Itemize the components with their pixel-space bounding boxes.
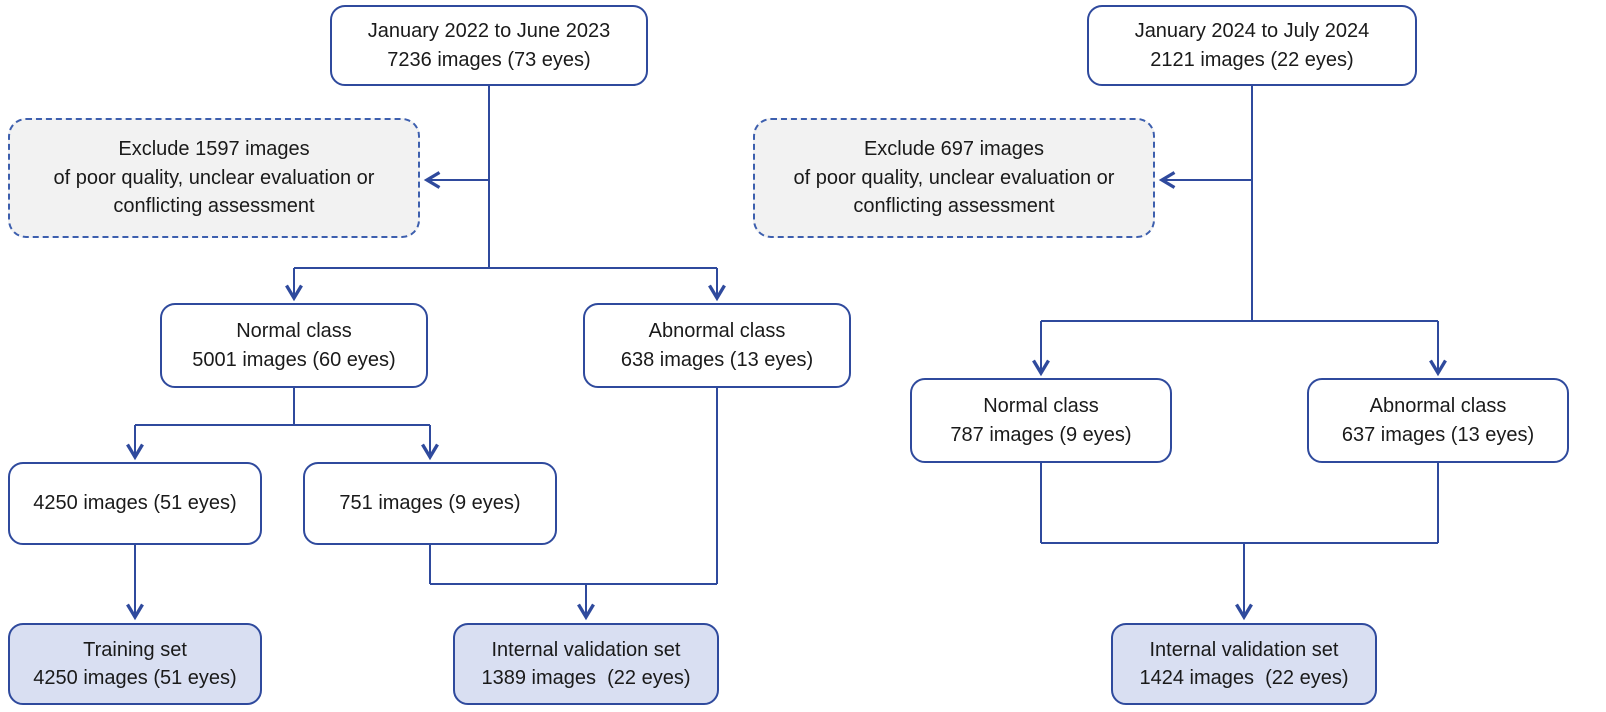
abnormal-class-count-right: 637 images (13 eyes) [1341, 423, 1535, 446]
internal-validation-right-count: 1424 images (22 eyes) [1139, 667, 1349, 689]
source-period-label: January 2022 to June 2023 [367, 20, 611, 43]
internal-validation-left-count: 1389 images (22 eyes) [481, 667, 691, 689]
box-normal-class-left: Normal class 5001 images (60 eyes) [160, 303, 428, 388]
box-source-period-2022: January 2022 to June 2023 7236 images (7… [330, 5, 648, 86]
exclude-count-label-right: Exclude 697 images [863, 138, 1045, 161]
box-abnormal-class-right: Abnormal class 637 images (13 eyes) [1307, 378, 1569, 463]
training-split-count: 4250 images (51 eyes) [33, 492, 237, 515]
exclude-count-label: Exclude 1597 images [118, 138, 310, 161]
abnormal-class-count: 638 images (13 eyes) [620, 348, 814, 371]
abnormal-class-title-right: Abnormal class [1369, 395, 1507, 418]
source-count-label: 7236 images (73 eyes) [387, 48, 591, 71]
box-exclude-left: Exclude 1597 images of poor quality, unc… [8, 118, 420, 238]
box-internal-validation-left: Internal validation set 1389 images (22 … [453, 623, 719, 705]
exclude-reason-label-1: of poor quality, unclear evaluation or [53, 166, 375, 189]
training-set-count: 4250 images (51 eyes) [33, 667, 237, 689]
validation-split-count: 751 images (9 eyes) [339, 492, 521, 515]
box-abnormal-class-left: Abnormal class 638 images (13 eyes) [583, 303, 851, 388]
box-training-set: Training set 4250 images (51 eyes) [8, 623, 262, 705]
internal-validation-right-title: Internal validation set [1149, 638, 1339, 661]
training-set-title: Training set [83, 638, 187, 661]
box-source-period-2024: January 2024 to July 2024 2121 images (2… [1087, 5, 1417, 86]
normal-class-count-right: 787 images (9 eyes) [950, 423, 1132, 446]
normal-class-count: 5001 images (60 eyes) [192, 348, 396, 371]
box-exclude-right: Exclude 697 images of poor quality, uncl… [753, 118, 1155, 238]
source-count-label-right: 2121 images (22 eyes) [1150, 48, 1354, 71]
internal-validation-left-title: Internal validation set [491, 638, 681, 661]
normal-class-title-right: Normal class [983, 395, 1099, 418]
normal-class-title: Normal class [236, 320, 352, 343]
exclude-reason-label-right-2: conflicting assessment [853, 195, 1055, 218]
exclude-reason-label-2: conflicting assessment [113, 195, 315, 218]
source-period-label-right: January 2024 to July 2024 [1134, 20, 1370, 43]
box-normal-class-right: Normal class 787 images (9 eyes) [910, 378, 1172, 463]
box-validation-split: 751 images (9 eyes) [303, 462, 557, 545]
box-internal-validation-right: Internal validation set 1424 images (22 … [1111, 623, 1377, 705]
exclude-reason-label-right-1: of poor quality, unclear evaluation or [793, 166, 1115, 189]
box-training-split: 4250 images (51 eyes) [8, 462, 262, 545]
abnormal-class-title: Abnormal class [648, 320, 786, 343]
